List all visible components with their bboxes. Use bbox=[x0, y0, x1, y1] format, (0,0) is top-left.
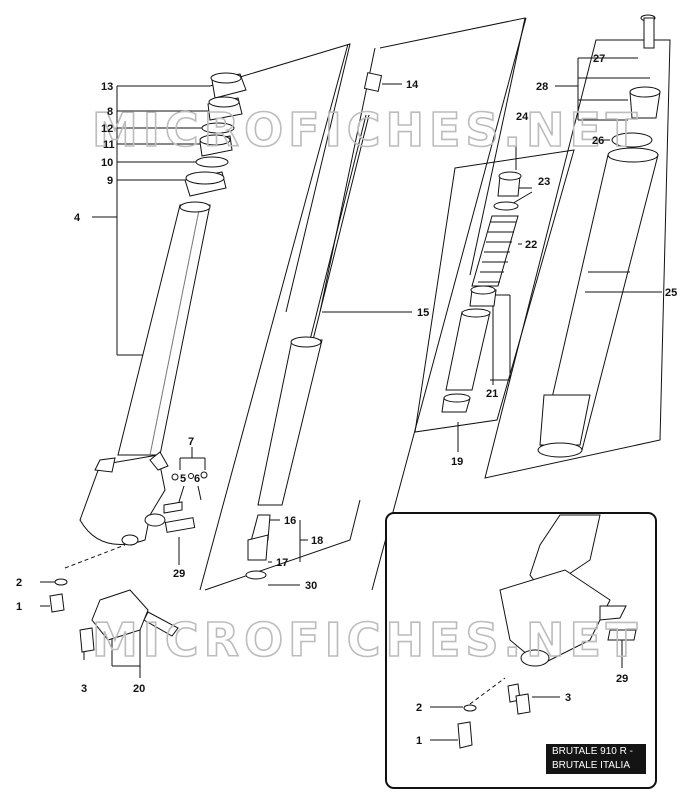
callout-6: 6 bbox=[194, 473, 200, 485]
model-line-1: BRUTALE 910 R - bbox=[552, 746, 633, 757]
callout-24: 24 bbox=[516, 111, 529, 123]
callout-8: 8 bbox=[107, 106, 113, 118]
callout-22: 22 bbox=[525, 239, 537, 251]
callout-9: 9 bbox=[107, 175, 113, 187]
callout-20: 20 bbox=[133, 683, 145, 695]
watermark-top: MICROFICHES.NET bbox=[92, 103, 642, 157]
callout-10: 10 bbox=[101, 157, 113, 169]
callout-19: 19 bbox=[451, 456, 463, 468]
callout-14: 14 bbox=[406, 79, 419, 91]
callout-25: 25 bbox=[665, 287, 677, 299]
watermark-bottom: MICROFICHES.NET bbox=[92, 613, 642, 667]
callout-13: 13 bbox=[101, 81, 113, 93]
axle-clamp-parts bbox=[49, 471, 208, 653]
callout-7: 7 bbox=[188, 436, 194, 448]
callout-4: 4 bbox=[74, 212, 81, 224]
callout-2: 2 bbox=[16, 577, 22, 589]
callout-21: 21 bbox=[486, 388, 498, 400]
inset-callout-1: 1 bbox=[416, 735, 422, 747]
callout-26: 26 bbox=[592, 135, 604, 147]
ring-stack bbox=[184, 72, 247, 197]
spring-assembly bbox=[441, 171, 522, 413]
callout-15: 15 bbox=[417, 307, 429, 319]
leader-lines bbox=[40, 57, 662, 678]
callout-3: 3 bbox=[81, 683, 87, 695]
callout-27: 27 bbox=[593, 53, 605, 65]
callout-28: 28 bbox=[536, 81, 548, 93]
model-line-2: BRUTALE ITALIA bbox=[552, 760, 630, 771]
callout-18: 18 bbox=[311, 535, 323, 547]
callout-numbers: 4 13 8 12 11 10 9 7 5 6 29 2 1 3 20 14 1… bbox=[16, 53, 677, 747]
model-label: BRUTALE 910 R - BRUTALE ITALIA bbox=[546, 744, 646, 774]
callout-1: 1 bbox=[16, 601, 22, 613]
callout-16: 16 bbox=[284, 515, 296, 527]
callout-11: 11 bbox=[103, 139, 115, 151]
callout-23: 23 bbox=[538, 176, 550, 188]
callout-17: 17 bbox=[276, 557, 288, 569]
inset-panel bbox=[385, 512, 657, 789]
outer-tube bbox=[537, 14, 661, 458]
callout-29: 29 bbox=[173, 568, 185, 580]
stanchion-tube bbox=[79, 201, 211, 546]
inset-callout-29: 29 bbox=[616, 673, 628, 685]
callout-5: 5 bbox=[180, 473, 186, 485]
callout-12: 12 bbox=[101, 123, 113, 135]
inset-callout-2: 2 bbox=[416, 702, 422, 714]
inset-callout-3: 3 bbox=[565, 692, 571, 704]
callout-30: 30 bbox=[305, 580, 317, 592]
damper-cartridge bbox=[245, 72, 383, 580]
